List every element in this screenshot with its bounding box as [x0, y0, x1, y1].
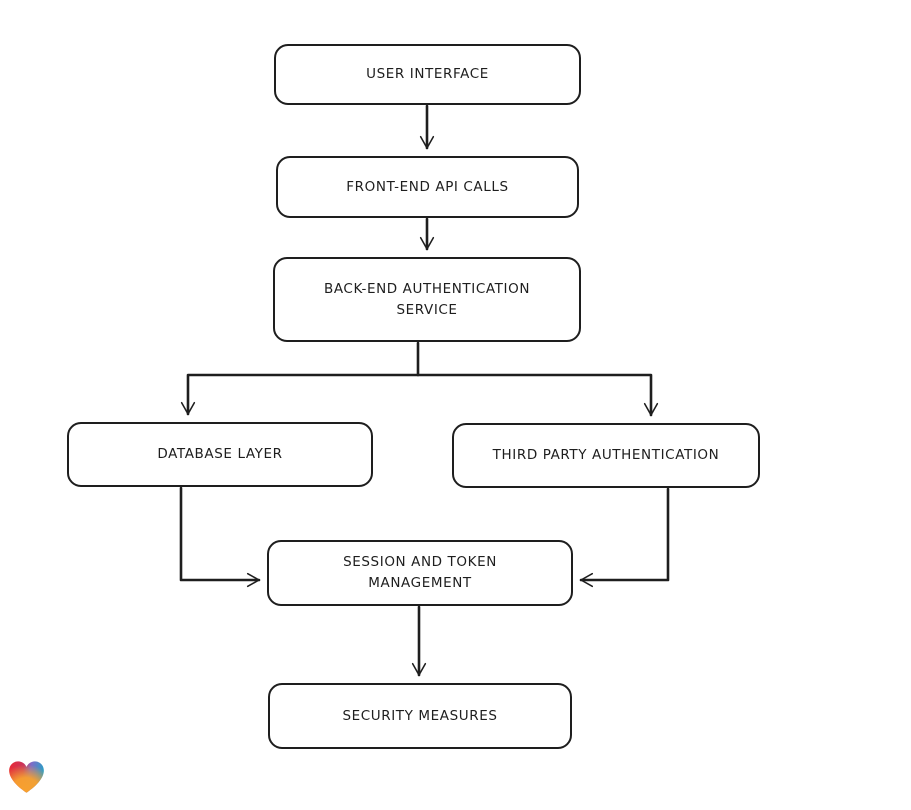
node-label: SESSION AND TOKEN MANAGEMENT — [343, 554, 497, 591]
node-database-layer: DATABASE LAYER — [67, 422, 373, 487]
node-front-end-api-calls: FRONT-END API CALLS — [276, 156, 579, 218]
node-back-end-authentication-service: BACK-END AUTHENTICATION SERVICE — [273, 257, 581, 342]
edge-backend-to-database — [180, 341, 420, 416]
node-label: FRONT-END API CALLS — [346, 178, 509, 195]
node-label: USER INTERFACE — [366, 66, 489, 83]
edge-database-to-session — [179, 486, 261, 588]
node-label: THIRD PARTY AUTHENTICATION — [492, 447, 720, 464]
node-label: SECURITY MEASURES — [342, 707, 498, 724]
node-label: DATABASE LAYER — [157, 446, 283, 463]
node-session-and-token-management: SESSION AND TOKEN MANAGEMENT — [267, 540, 573, 606]
node-security-measures: SECURITY MEASURES — [268, 683, 572, 749]
edge-backend-to-thirdparty — [416, 373, 659, 417]
node-user-interface: USER INTERFACE — [274, 44, 581, 105]
lovable-heart-logo[interactable] — [8, 760, 45, 795]
node-label: BACK-END AUTHENTICATION SERVICE — [323, 280, 531, 318]
edge-thirdparty-to-session — [579, 487, 670, 588]
node-third-party-authentication: THIRD PARTY AUTHENTICATION — [452, 423, 760, 488]
